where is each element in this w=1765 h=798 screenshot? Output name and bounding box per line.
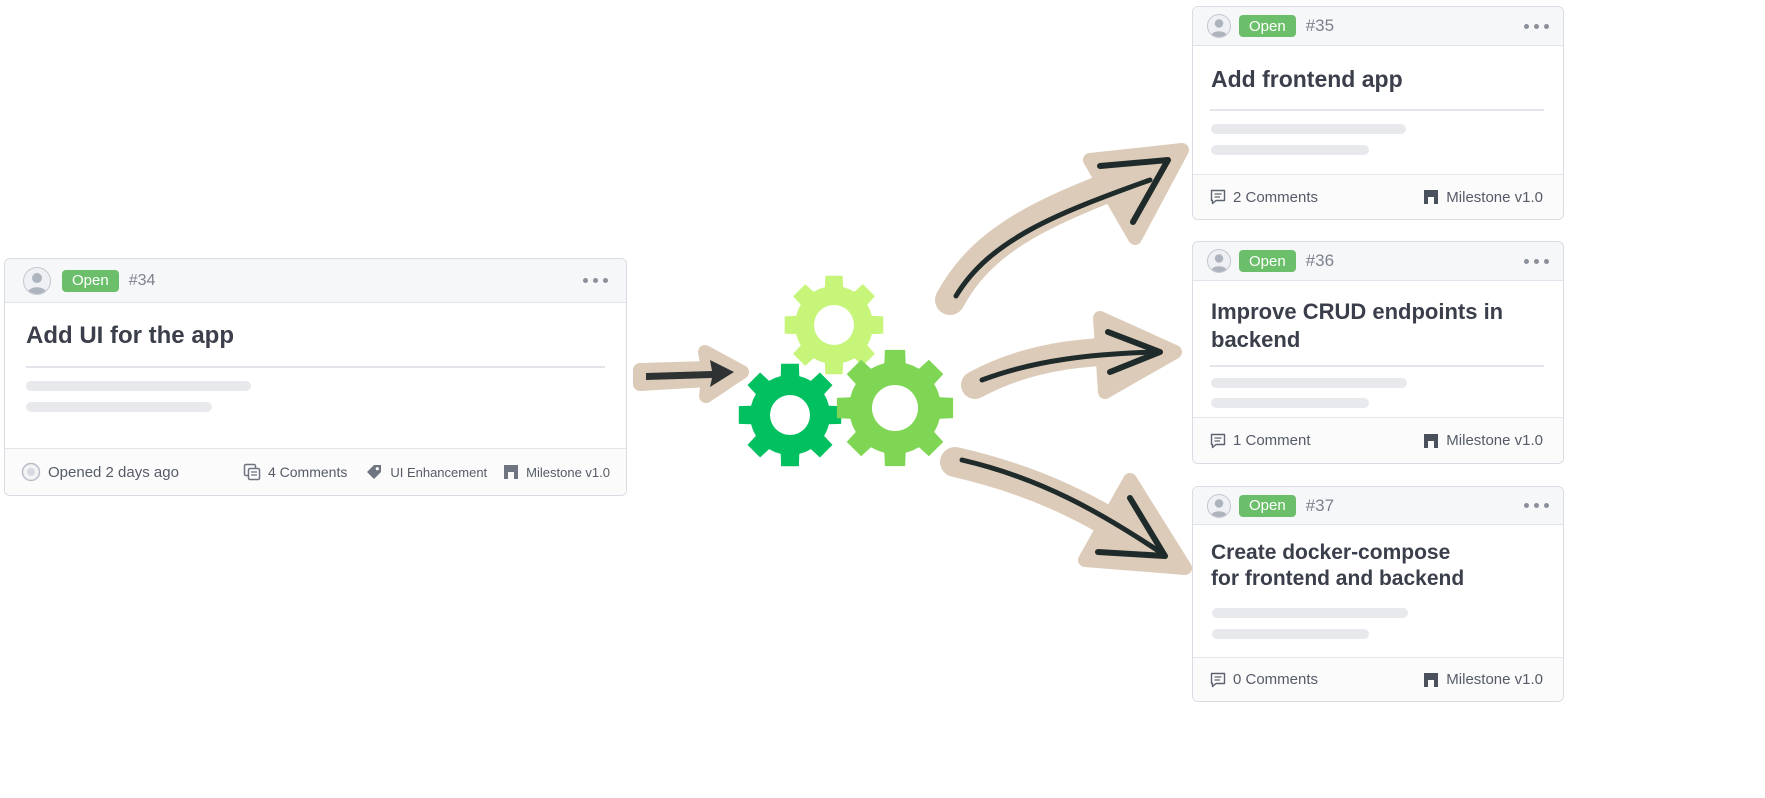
milestone-link[interactable]: Milestone v1.0 [503, 464, 610, 480]
card-header: Open #34 [5, 259, 626, 303]
issue-title-line: Improve CRUD endpoints in [1211, 299, 1504, 324]
description-placeholder-line [26, 381, 251, 391]
label-tag[interactable]: UI Enhancement [365, 463, 487, 481]
issue-number[interactable]: #37 [1305, 495, 1335, 515]
gear-hole [770, 395, 810, 435]
issue-title[interactable]: Create docker-compose for frontend and b… [1211, 540, 1464, 593]
milestone-icon [1424, 190, 1439, 204]
source-issue-card[interactable]: Open #34 Add UI for the app Opened 2 day… [4, 258, 627, 496]
card-footer: Opened 2 days ago 4 Comments UI Enhancem… [5, 448, 626, 495]
description-placeholder-line [1212, 608, 1408, 618]
user-silhouette-icon [1210, 498, 1228, 517]
gear-dark-icon [738, 363, 842, 467]
milestone-icon [1424, 433, 1439, 448]
issue-number[interactable]: #34 [128, 271, 156, 289]
user-silhouette-icon [1210, 254, 1228, 272]
comments-link[interactable]: 0 Comments [1210, 671, 1318, 688]
milestone-link[interactable]: Milestone v1.0 [1423, 432, 1543, 449]
milestone-text: Milestone v1.0 [1446, 671, 1543, 688]
description-placeholder-line [1212, 629, 1369, 639]
user-avatar-icon[interactable] [1207, 249, 1231, 273]
milestone-text: Milestone v1.0 [526, 464, 610, 480]
title-divider [1210, 365, 1544, 367]
user-avatar-icon[interactable] [1207, 493, 1231, 518]
comments-link[interactable]: 1 Comment [1210, 432, 1311, 449]
comments-count: 2 Comments [1233, 188, 1319, 206]
opened-text: Opened 2 days ago [48, 463, 179, 481]
card-footer: 2 Comments Milestone v1.0 [1193, 174, 1563, 219]
description-placeholder-line [1211, 145, 1369, 155]
comments-link[interactable]: 2 Comments [1210, 189, 1318, 206]
gears-icon [738, 275, 954, 467]
gear-hole [872, 385, 918, 431]
more-dots-icon[interactable] [1524, 23, 1549, 29]
comment-icon [1210, 433, 1226, 448]
opened-circle-icon [21, 462, 41, 482]
comment-icon [1210, 672, 1226, 687]
issue-title-line: Add frontend app [1211, 66, 1403, 92]
user-silhouette-icon [27, 272, 47, 294]
comments-stack-icon [243, 463, 261, 481]
card-header: Open #37 [1193, 487, 1563, 525]
user-silhouette-icon [1210, 19, 1228, 37]
comments-count: 0 Comments [1233, 671, 1319, 688]
tag-icon [367, 465, 382, 479]
gear-hole [814, 305, 854, 345]
milestone-icon [504, 465, 519, 479]
sub-issue-card[interactable]: Open #37 Create docker-compose for front… [1192, 486, 1564, 702]
output-arrow-icon [935, 143, 1189, 315]
description-placeholder-line [26, 402, 212, 412]
milestone-icon [1424, 672, 1439, 687]
card-header: Open #35 [1193, 7, 1563, 46]
description-placeholder-line [1211, 378, 1407, 388]
milestone-link[interactable]: Milestone v1.0 [1423, 671, 1543, 688]
gear-mid-icon [836, 349, 954, 467]
card-footer: 0 Comments Milestone v1.0 [1193, 657, 1563, 701]
sub-issue-card[interactable]: Open #36 Improve CRUD endpoints in backe… [1192, 241, 1564, 464]
milestone-text: Milestone v1.0 [1446, 432, 1543, 449]
description-placeholder-line [1211, 398, 1369, 408]
comments-count: 4 Comments [267, 464, 348, 480]
status-badge: Open [1239, 494, 1296, 517]
issue-number[interactable]: #36 [1305, 251, 1335, 270]
opened-info: Opened 2 days ago [21, 462, 179, 482]
milestone-link[interactable]: Milestone v1.0 [1423, 189, 1543, 206]
issue-title[interactable]: Improve CRUD endpoints in backend [1211, 298, 1503, 353]
comments-link[interactable]: 4 Comments [243, 463, 347, 481]
issue-title-line: for frontend and backend [1211, 567, 1465, 591]
comment-icon [1210, 189, 1226, 205]
user-avatar-icon[interactable] [1207, 14, 1231, 38]
sub-issue-card[interactable]: Open #35 Add frontend app 2 Comments Mil… [1192, 6, 1564, 220]
output-arrow-icon [961, 311, 1182, 399]
title-divider [1210, 109, 1544, 111]
status-badge: Open [62, 269, 119, 292]
card-header: Open #36 [1193, 242, 1563, 281]
user-avatar-icon[interactable] [23, 266, 51, 295]
more-dots-icon[interactable] [583, 278, 608, 283]
milestone-text: Milestone v1.0 [1446, 188, 1543, 206]
more-dots-icon[interactable] [1524, 258, 1549, 264]
title-divider [26, 366, 605, 368]
gear-light-icon [784, 275, 884, 375]
card-footer: 1 Comment Milestone v1.0 [1193, 417, 1563, 463]
output-arrow-icon [940, 447, 1192, 575]
description-placeholder-line [1211, 124, 1406, 134]
input-arrow-icon [633, 345, 749, 403]
label-text: UI Enhancement [390, 464, 488, 480]
issue-title[interactable]: Add frontend app [1211, 65, 1403, 94]
status-badge: Open [1239, 250, 1296, 272]
status-badge: Open [1239, 15, 1296, 37]
comments-count: 1 Comment [1233, 432, 1311, 449]
more-dots-icon[interactable] [1524, 503, 1549, 508]
issue-title-line: Create docker-compose [1211, 541, 1451, 564]
issue-title-line: backend [1211, 326, 1301, 352]
issue-title[interactable]: Add UI for the app [26, 322, 234, 349]
issue-number[interactable]: #35 [1305, 16, 1335, 35]
